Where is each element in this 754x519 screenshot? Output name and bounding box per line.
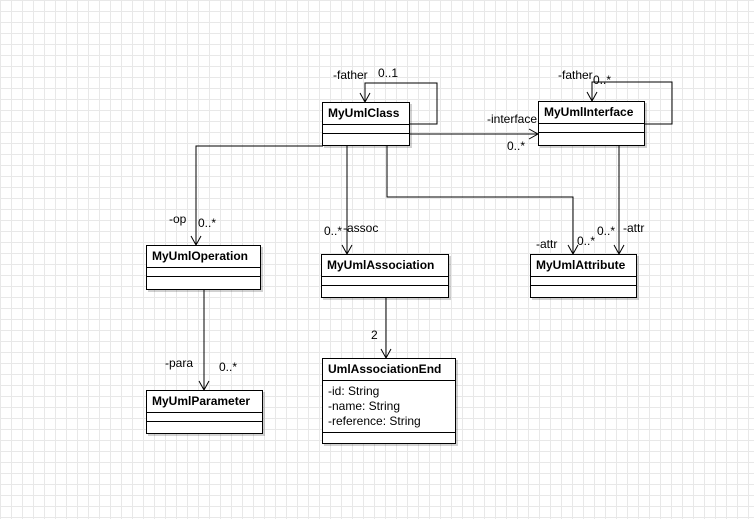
operations-section	[147, 422, 262, 430]
operations-section	[323, 134, 409, 142]
class-attr-connector	[386, 146, 574, 254]
class-box-my-uml-parameter[interactable]: MyUmlParameter	[146, 390, 263, 434]
operations-section	[323, 433, 455, 441]
class-name: MyUmlInterface	[539, 102, 644, 124]
op-connector	[195, 145, 323, 245]
interface-role-label: -interface	[487, 112, 537, 126]
class-father-connector	[364, 82, 438, 125]
class-name: MyUmlClass	[323, 103, 409, 125]
class-box-my-uml-class[interactable]: MyUmlClass	[322, 102, 410, 146]
class-box-my-uml-association[interactable]: MyUmlAssociation	[321, 254, 449, 298]
interface-father-connector	[591, 81, 673, 125]
operations-section	[147, 277, 260, 285]
attributes-section	[147, 268, 260, 277]
class-name: MyUmlParameter	[147, 391, 262, 413]
op-multiplicity: 0..*	[198, 216, 216, 230]
attributes-section	[539, 124, 644, 133]
class-attr-role-label: -attr	[536, 237, 557, 251]
operations-section	[322, 286, 448, 294]
operations-section	[539, 133, 644, 141]
class-father-role-label: -father	[333, 68, 368, 82]
class-box-my-uml-operation[interactable]: MyUmlOperation	[146, 245, 261, 290]
end-multiplicity: 2	[371, 328, 378, 342]
para-multiplicity: 0..*	[219, 360, 237, 374]
attribute-item: -id: String	[328, 384, 380, 398]
class-name: MyUmlAttribute	[531, 255, 636, 277]
class-box-my-uml-interface[interactable]: MyUmlInterface	[538, 101, 645, 146]
interface-father-multiplicity: 0..*	[593, 73, 611, 87]
attributes-section	[147, 413, 262, 422]
attributes-section	[531, 277, 636, 286]
assoc-multiplicity: 0..*	[324, 224, 342, 238]
class-name: MyUmlOperation	[147, 246, 260, 268]
class-father-multiplicity: 0..1	[378, 66, 398, 80]
class-box-my-uml-attribute[interactable]: MyUmlAttribute	[530, 254, 637, 298]
attributes-section: -id: String -name: String -reference: St…	[323, 381, 455, 433]
para-role-label: -para	[165, 356, 193, 370]
class-attr-multiplicity: 0..*	[577, 234, 595, 248]
assoc-role-label: -assoc	[343, 221, 378, 235]
interface-attr-role-label: -attr	[623, 221, 644, 235]
operations-section	[531, 286, 636, 294]
attributes-section	[323, 125, 409, 134]
attribute-item: -reference: String	[328, 414, 421, 428]
class-name: MyUmlAssociation	[322, 255, 448, 277]
interface-multiplicity: 0..*	[507, 139, 525, 153]
class-name: UmlAssociationEnd	[323, 359, 455, 381]
interface-father-role-label: -father	[558, 68, 593, 82]
attribute-item: -name: String	[328, 399, 401, 413]
class-box-uml-association-end[interactable]: UmlAssociationEnd -id: String -name: Str…	[322, 358, 456, 444]
attributes-section	[322, 277, 448, 286]
interface-attr-multiplicity: 0..*	[597, 224, 615, 238]
op-role-label: -op	[169, 212, 187, 226]
